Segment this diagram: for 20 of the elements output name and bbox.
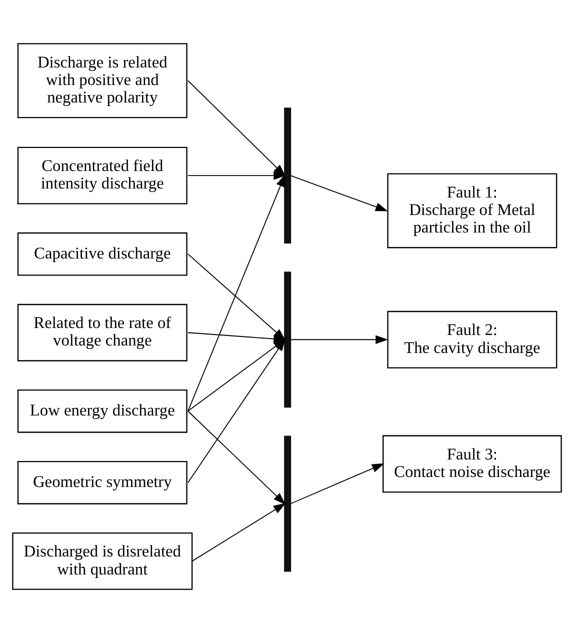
node-box: Geometric symmetry <box>17 460 188 504</box>
node-box: Fault 1: Discharge of Metal particles in the oil <box>387 172 558 248</box>
arrow <box>290 174 388 211</box>
node-bar <box>284 435 292 572</box>
node-box: Discharge is related with positive and negative polarity <box>17 42 188 118</box>
node-box: Fault 2: The cavity discharge <box>387 310 558 368</box>
arrow <box>290 462 384 504</box>
node-bar <box>284 107 292 244</box>
node-box: Concentrated field intensity discharge <box>17 146 188 204</box>
node-box: Fault 3: Contact noise discharge <box>382 434 562 492</box>
arrow <box>290 334 388 344</box>
node-box: Low energy discharge <box>17 388 188 432</box>
node-box: Capacitive discharge <box>17 232 188 276</box>
arrow <box>187 410 286 504</box>
node-bar <box>284 271 292 408</box>
arrow <box>187 170 286 180</box>
node-box: Related to the rate of voltage change <box>17 303 188 361</box>
node-box: Discharged is disrelated with quadrant <box>12 532 193 590</box>
arrow <box>192 502 286 562</box>
arrow <box>187 80 286 176</box>
